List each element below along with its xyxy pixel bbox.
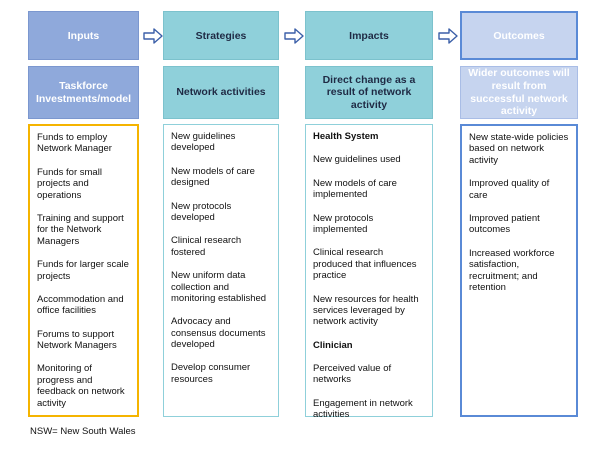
list-item: Forums to support Network Managers <box>37 328 117 352</box>
list-item: Funds to employ Network Manager <box>37 132 112 155</box>
footnote: NSW= New South Wales <box>30 426 136 437</box>
list-item: Improved patient outcomes <box>469 212 540 236</box>
list-item: Engagement in network activities <box>313 397 413 421</box>
list-item: Improved quality of care <box>469 178 550 201</box>
section-heading: Clinician <box>313 339 353 351</box>
section-heading: Health System <box>313 131 379 142</box>
list-item: New state-wide policies based on network… <box>469 132 569 166</box>
inputs-subheader: Taskforce Investments/model <box>28 66 139 119</box>
list-item: New models of care implemented <box>313 177 397 201</box>
list-item: New guidelines used <box>313 154 401 166</box>
list-item: Develop consumer resources <box>171 362 251 385</box>
strategies-subheader: Network activities <box>163 66 279 119</box>
list-item: Perceived value of networks <box>313 363 392 386</box>
list-item: Clinical research fostered <box>171 235 242 258</box>
list-item: Funds for small projects and operations <box>37 166 102 201</box>
list-item: Accommodation and office facilities <box>37 293 124 317</box>
list-item: New guidelines developed <box>171 131 236 154</box>
outcomes-subheader: Wider outcomes will result from successf… <box>460 66 578 119</box>
arrow-right-icon <box>284 28 304 44</box>
arrow-right-icon <box>143 28 163 44</box>
list-item: Advocacy and consensus documents develop… <box>171 316 266 351</box>
list-item: Increased workforce satisfaction, recrui… <box>469 247 555 293</box>
impacts-subheader: Direct change as a result of network act… <box>305 66 433 119</box>
strategies-header: Strategies <box>163 11 279 60</box>
list-item: Funds for larger scale projects <box>37 259 129 282</box>
list-item: Training and support for the Network Man… <box>37 212 124 247</box>
outcomes-header: Outcomes <box>460 11 578 60</box>
list-item: New models of care designed <box>171 165 255 189</box>
arrow-right-icon <box>438 28 458 44</box>
list-item: New uniform data collection and monitori… <box>171 270 267 304</box>
list-item: New protocols developed <box>171 200 232 223</box>
impacts-header: Impacts <box>305 11 433 60</box>
list-item: Clinical research produced that influenc… <box>313 247 417 282</box>
list-item: New resources for health services levera… <box>313 293 419 328</box>
list-item: Monitoring of progress and feedback on n… <box>37 363 125 409</box>
inputs-header: Inputs <box>28 11 139 60</box>
outcomes-list: New state-wide policies based on network… <box>460 124 578 417</box>
list-item: New protocols implemented <box>313 212 374 235</box>
